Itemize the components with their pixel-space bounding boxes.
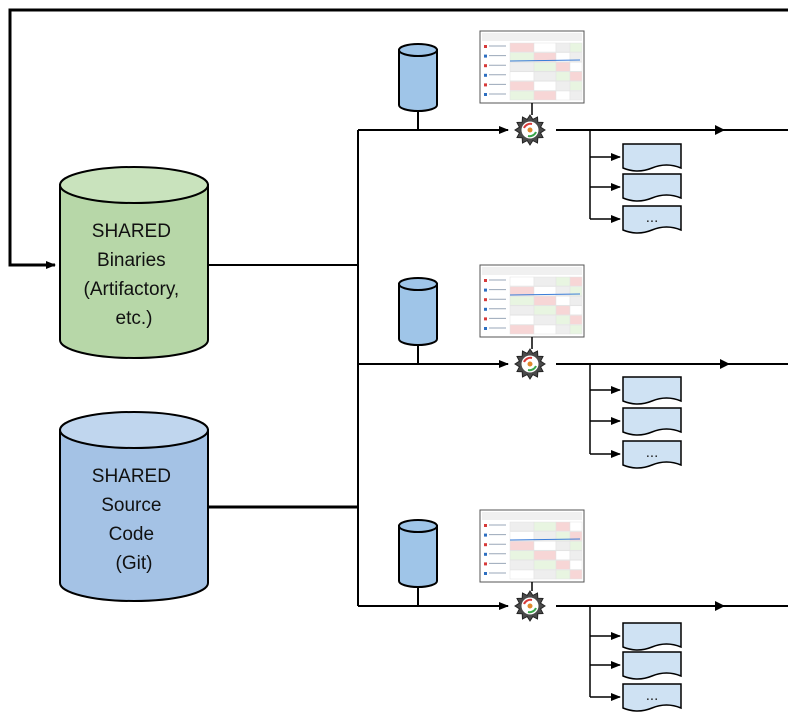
pipeline-output-arrowhead <box>715 601 725 611</box>
shared-binaries-top <box>59 166 209 204</box>
shared-source-store: SHARED Source Code (Git) <box>59 411 209 602</box>
report-thumbnail <box>479 509 585 583</box>
output-document-label: ... <box>646 209 659 226</box>
pipelines: ......... <box>358 30 788 712</box>
output-document <box>622 407 682 436</box>
pipeline-row-1: ... <box>358 30 788 234</box>
output-document-label: ... <box>646 687 659 704</box>
output-document: ... <box>622 683 682 712</box>
svg-text:SHARED Source Code: SHARED Source Code (Git) <box>92 466 176 574</box>
output-document <box>622 376 682 405</box>
pipeline-database <box>398 519 438 588</box>
pipeline-output-arrowhead <box>715 125 725 135</box>
report-thumbnail <box>479 264 585 338</box>
pipeline-row-3: ... <box>358 509 788 712</box>
shared-source-line-3: Code <box>109 524 154 545</box>
output-document <box>622 143 682 172</box>
gear-icon <box>514 348 546 380</box>
pipeline-row-2: ... <box>358 264 788 469</box>
shared-binaries-line-2: Binaries <box>97 250 166 271</box>
output-document <box>622 622 682 651</box>
output-document: ... <box>622 205 682 234</box>
shared-source-line-1: SHARED <box>92 466 171 487</box>
shared-binaries-line-3: (Artifactory, <box>84 279 180 300</box>
output-document <box>622 173 682 202</box>
report-thumbnail <box>479 30 585 104</box>
output-document: ... <box>622 440 682 469</box>
shared-binaries-line-4: etc.) <box>116 308 153 329</box>
output-document <box>622 651 682 680</box>
shared-source-line-2: Source <box>101 495 161 516</box>
output-document-label: ... <box>646 444 659 461</box>
shared-binaries-body <box>59 184 209 359</box>
feedback-loop-line <box>8 8 788 269</box>
shared-source-line-4: (Git) <box>116 553 153 574</box>
gear-icon <box>514 114 546 146</box>
pipeline-database <box>398 43 438 112</box>
shared-binaries-store: SHARED Binaries (Artifactory, etc.) <box>59 166 209 359</box>
svg-text:SHARED Binaries (A: SHARED Binaries (Artifactory, etc.) <box>84 221 185 329</box>
pipeline-database <box>398 277 438 346</box>
shared-source-body <box>59 429 209 602</box>
gear-icon <box>514 590 546 622</box>
shared-source-top <box>59 411 209 449</box>
shared-binaries-line-1: SHARED <box>92 221 171 242</box>
pipeline-output-arrowhead <box>720 359 730 369</box>
